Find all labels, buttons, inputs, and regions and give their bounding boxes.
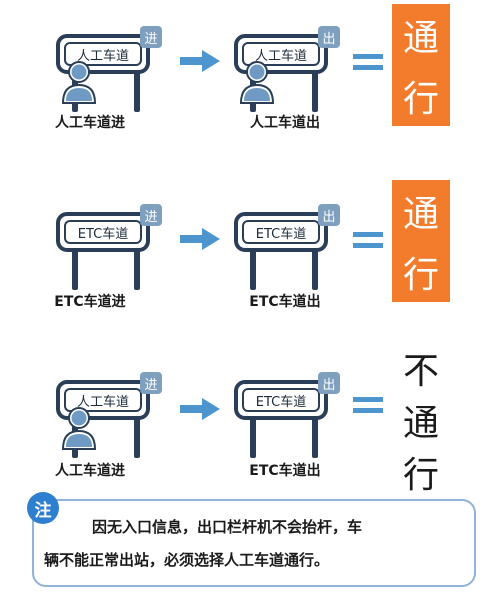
arrow-right-icon xyxy=(180,228,220,250)
result-pass-badge: 通 行 xyxy=(392,180,450,302)
result-char: 行 xyxy=(402,254,439,296)
caption-entry: ETC车道进 xyxy=(54,294,126,310)
sign-post-right xyxy=(312,416,318,458)
caption-exit: ETC车道出 xyxy=(249,294,321,310)
result-char: 通 xyxy=(402,403,439,444)
sign-board-label: 人工车道 xyxy=(242,42,320,66)
caption-entry: 人工车道进 xyxy=(55,463,125,479)
sign-post-right xyxy=(312,70,318,112)
sign-post-right xyxy=(134,416,140,458)
sign-board: ETC车道 xyxy=(234,380,328,420)
sign-board-label: ETC车道 xyxy=(242,220,320,244)
caption-entry: 人工车道进 xyxy=(55,115,125,131)
exit-badge: 出 xyxy=(318,26,340,48)
toll-attendant-icon xyxy=(61,407,97,450)
arrow-right-icon xyxy=(180,398,220,420)
equals-icon xyxy=(353,232,383,248)
sign-post-right xyxy=(134,248,140,290)
entry-badge: 进 xyxy=(140,26,162,48)
sign-board: 人工车道 xyxy=(234,34,328,74)
toll-sign-entry-etc: ETC车道 进 xyxy=(52,204,162,292)
result-pass-badge: 通 行 xyxy=(392,4,450,126)
entry-badge: 进 xyxy=(140,372,162,394)
result-char: 行 xyxy=(402,78,439,120)
sign-post-left xyxy=(250,416,256,458)
result-char: 通 xyxy=(402,17,439,59)
equals-icon xyxy=(353,54,383,70)
note-tag: 注 xyxy=(27,492,59,524)
sign-post-right xyxy=(312,248,318,290)
toll-attendant-icon xyxy=(239,61,275,104)
exit-badge: 出 xyxy=(318,204,340,226)
sign-board: ETC车道 xyxy=(56,212,150,252)
sign-board-label: ETC车道 xyxy=(64,220,142,244)
result-char: 行 xyxy=(402,455,439,496)
sign-board-label: 人工车道 xyxy=(64,42,142,66)
toll-sign-exit-etc: ETC车道 出 xyxy=(230,204,340,292)
caption-exit: 人工车道出 xyxy=(250,115,320,131)
result-no-pass: 不 通 行 xyxy=(392,342,450,496)
sign-post-left xyxy=(72,248,78,290)
entry-badge: 进 xyxy=(140,204,162,226)
sign-post-right xyxy=(134,70,140,112)
note-line-1: 因无入口信息，出口栏杆机不会抬杆，车 xyxy=(92,518,363,536)
exit-badge: 出 xyxy=(318,372,340,394)
sign-post-left xyxy=(250,248,256,290)
toll-sign-exit-etc: ETC车道 出 xyxy=(230,372,340,460)
sign-board: ETC车道 xyxy=(234,212,328,252)
toll-attendant-icon xyxy=(61,61,97,104)
equals-icon xyxy=(353,397,383,413)
caption-exit: ETC车道出 xyxy=(249,463,321,479)
sign-board-label: ETC车道 xyxy=(242,388,320,412)
arrow-right-icon xyxy=(180,50,220,72)
sign-board-label: 人工车道 xyxy=(64,388,142,412)
result-char: 通 xyxy=(402,193,439,235)
result-char: 不 xyxy=(402,351,439,392)
note-line-2: 辆不能正常出站，必须选择人工车道通行。 xyxy=(44,551,330,569)
note-box xyxy=(32,499,476,587)
